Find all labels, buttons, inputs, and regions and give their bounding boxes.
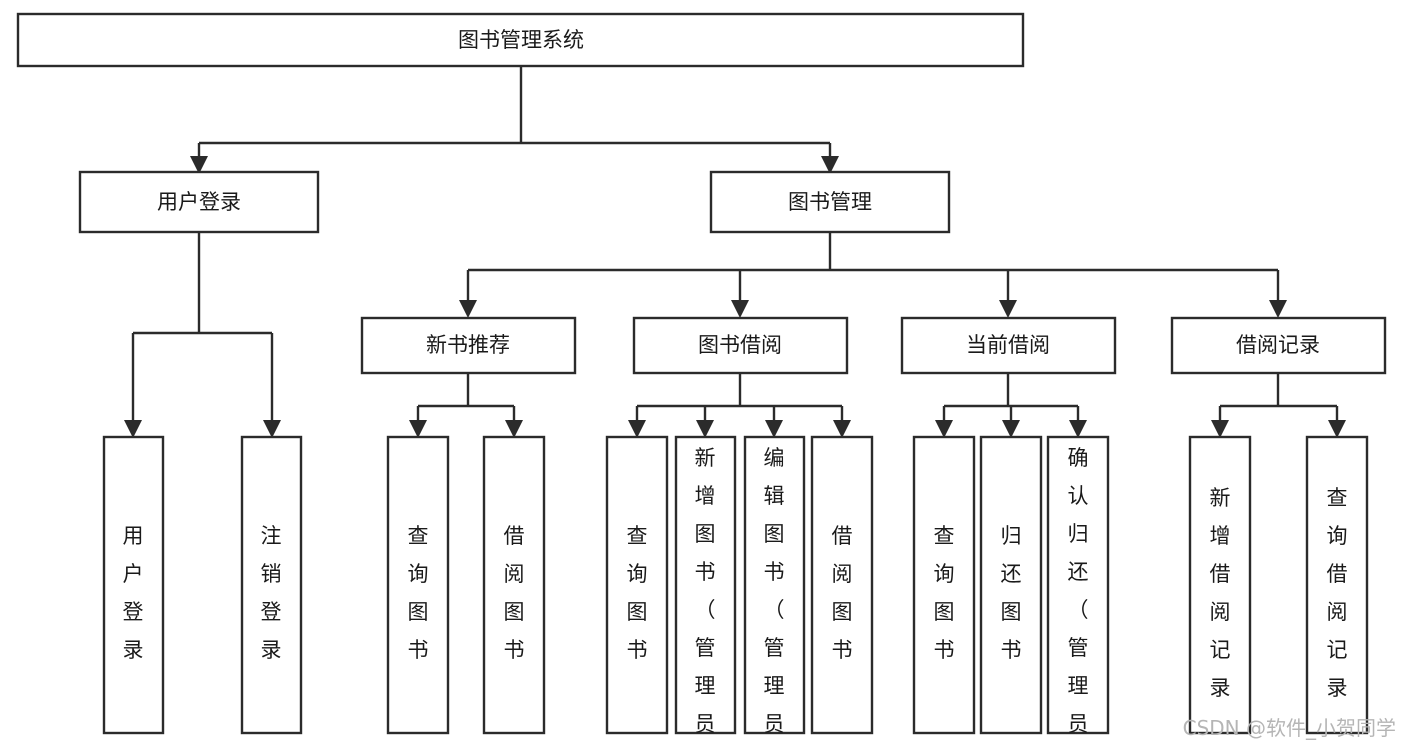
arrow-to-add-book: [696, 420, 714, 438]
node-label: 编辑图书（管理员）: [764, 446, 785, 747]
node-box[interactable]: [386, 435, 450, 735]
node-label: 图书借阅: [698, 333, 782, 357]
node-label: 借阅记录: [1236, 333, 1320, 357]
node-leaf-user-login[interactable]: 用户登录: [102, 435, 165, 735]
node-box[interactable]: [632, 316, 849, 375]
node-label: 新增图书（管理员）: [695, 446, 716, 747]
node-box[interactable]: [743, 435, 806, 735]
node-leaf-add-book[interactable]: 新增图书（管理员）: [674, 435, 737, 747]
node-leaf-user-logout[interactable]: 注销登录: [240, 435, 303, 735]
node-label: 查询图书: [627, 524, 648, 662]
node-box[interactable]: [240, 435, 303, 735]
node-label: 确认归还（管理员）: [1068, 446, 1089, 747]
arrow-to-borrow-book-1: [505, 420, 523, 438]
arrow-to-records: [1269, 300, 1287, 318]
arrow-to-newbook: [459, 300, 477, 318]
node-label: 归还图书: [1001, 524, 1022, 662]
arrow-to-bookmgmt: [821, 156, 839, 174]
node-label: 查询借阅记录: [1327, 486, 1348, 700]
node-leaf-borrow-book-2[interactable]: 借阅图书: [810, 435, 874, 735]
connector-layer: [124, 66, 1346, 438]
node-leaf-edit-book[interactable]: 编辑图书（管理员）: [743, 435, 806, 747]
arrow-to-query-record: [1328, 420, 1346, 438]
node-box[interactable]: [78, 170, 320, 234]
arrow-to-confirm-return: [1069, 420, 1087, 438]
node-box[interactable]: [605, 435, 669, 735]
arrow-to-borrow: [731, 300, 749, 318]
node-box[interactable]: [1046, 435, 1110, 735]
arrow-to-current: [999, 300, 1017, 318]
node-leaf-return-book[interactable]: 归还图书: [979, 435, 1043, 735]
node-leaf-query-record[interactable]: 查询借阅记录: [1305, 435, 1369, 735]
node-records[interactable]: 借阅记录: [1170, 316, 1387, 375]
node-box[interactable]: [900, 316, 1117, 375]
arrow-to-user-login: [124, 420, 142, 438]
node-box[interactable]: [810, 435, 874, 735]
node-box[interactable]: [102, 435, 165, 735]
arrow-to-edit-book: [765, 420, 783, 438]
node-label: 用户登录: [123, 524, 144, 662]
node-label: 图书管理系统: [458, 28, 584, 52]
node-label: 查询图书: [934, 524, 955, 662]
arrow-to-query-book-2: [628, 420, 646, 438]
node-current[interactable]: 当前借阅: [900, 316, 1117, 375]
arrow-to-borrow-book-2: [833, 420, 851, 438]
node-leaf-confirm-return[interactable]: 确认归还（管理员）: [1046, 435, 1110, 747]
node-box[interactable]: [1170, 316, 1387, 375]
arrow-to-login: [190, 156, 208, 174]
node-leaf-query-book-1[interactable]: 查询图书: [386, 435, 450, 735]
node-label: 新书推荐: [426, 333, 510, 357]
node-leaf-add-record[interactable]: 新增借阅记录: [1188, 435, 1252, 735]
node-leaf-query-book-3[interactable]: 查询图书: [912, 435, 976, 735]
node-label: 用户登录: [157, 190, 241, 214]
node-box[interactable]: [1305, 435, 1369, 735]
watermark: CSDN @软件_小贺同学: [1183, 716, 1396, 740]
arrow-to-return-book: [1002, 420, 1020, 438]
node-root[interactable]: 图书管理系统: [16, 12, 1025, 68]
node-box[interactable]: [16, 12, 1025, 68]
node-login[interactable]: 用户登录: [78, 170, 320, 234]
node-label: 借阅图书: [504, 524, 525, 662]
node-label: 图书管理: [788, 190, 872, 214]
node-label: 新增借阅记录: [1210, 486, 1231, 700]
node-leaf-query-book-2[interactable]: 查询图书: [605, 435, 669, 735]
node-label: 查询图书: [408, 524, 429, 662]
node-box[interactable]: [979, 435, 1043, 735]
arrow-to-query-book-3: [935, 420, 953, 438]
node-box[interactable]: [674, 435, 737, 735]
node-label: 注销登录: [261, 524, 282, 662]
node-box[interactable]: [709, 170, 951, 234]
node-box[interactable]: [482, 435, 546, 735]
node-label: 当前借阅: [966, 333, 1050, 357]
node-box[interactable]: [1188, 435, 1252, 735]
node-box[interactable]: [912, 435, 976, 735]
node-bookmgmt[interactable]: 图书管理: [709, 170, 951, 234]
node-borrow[interactable]: 图书借阅: [632, 316, 849, 375]
node-newbook[interactable]: 新书推荐: [360, 316, 577, 375]
arrow-to-query-book-1: [409, 420, 427, 438]
node-leaf-borrow-book-1[interactable]: 借阅图书: [482, 435, 546, 735]
node-box[interactable]: [360, 316, 577, 375]
node-label: 借阅图书: [832, 524, 853, 662]
arrow-to-add-record: [1211, 420, 1229, 438]
arrow-to-user-logout: [263, 420, 281, 438]
